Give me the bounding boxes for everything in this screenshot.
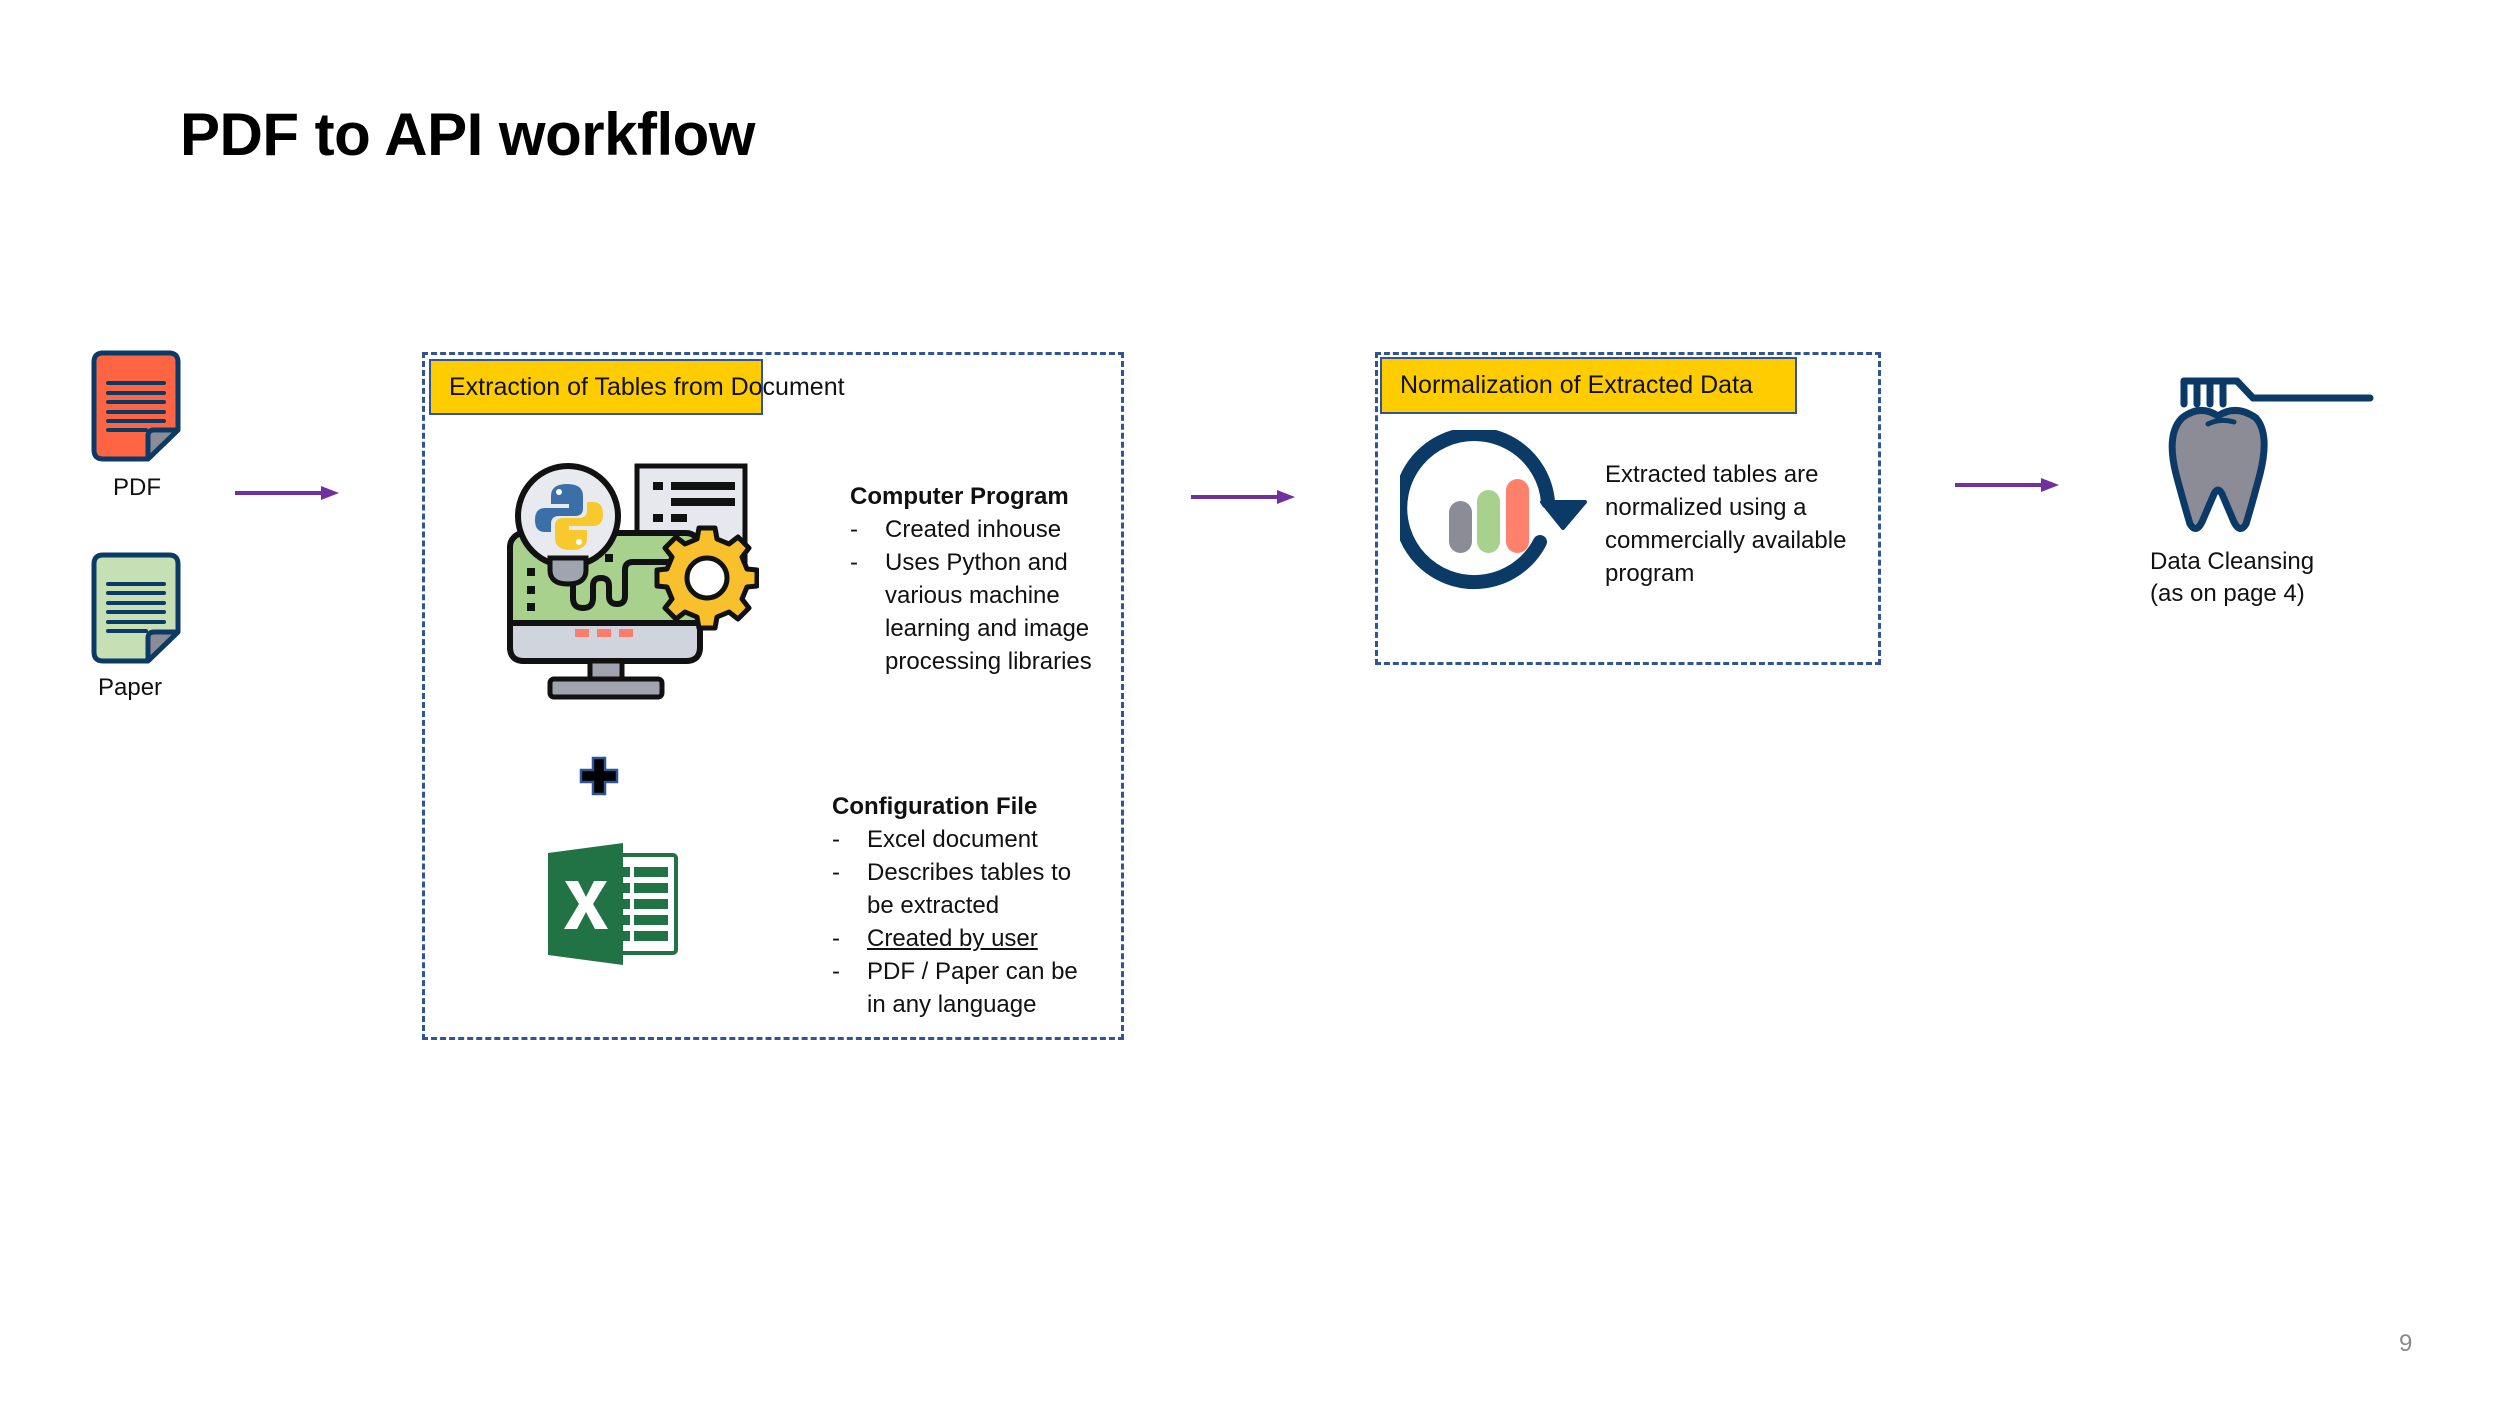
data-cleansing-sublabel: (as on page 4) [2150,580,2305,607]
plus-icon [579,756,619,796]
pdf-label: PDF [113,474,161,501]
refresh-chart-icon [1400,430,1600,620]
computer-program-description: Computer Program Created inhouse Uses Py… [850,480,1110,678]
extraction-stage-box [422,352,1124,1040]
normalization-stage-title: Normalization of Extracted Data [1380,357,1797,414]
flow-arrow-3 [1953,475,2063,495]
program-list-item: Created inhouse [850,513,1110,546]
page-number: 9 [2399,1330,2413,1357]
slide-title: PDF to API workflow [180,101,755,168]
normalization-stage-box [1375,352,1881,665]
configuration-file-heading: Configuration File [832,793,1038,820]
config-list-item: Describes tables to be extracted [832,856,1097,922]
data-cleansing-label: Data Cleansing [2150,548,2315,575]
config-list-item: PDF / Paper can be in any language [832,955,1097,1021]
program-list-item: Uses Python and various machine learning… [850,546,1117,678]
pdf-document-icon [91,350,181,462]
extraction-stage-title: Extraction of Tables from Document [429,359,845,415]
paper-label: Paper [98,674,163,701]
python-computer-gear-icon [505,458,759,700]
config-item-underlined: Created by user [867,925,1038,952]
computer-program-heading: Computer Program [850,483,1069,510]
flow-arrow-2 [1189,487,1299,507]
configuration-file-description: Configuration File Excel document Descri… [832,790,1102,1021]
config-list-item: Excel document [832,823,1102,856]
excel-icon [548,843,678,965]
tooth-brush-icon [2160,374,2380,534]
paper-document-icon [91,552,181,664]
normalization-description: Extracted tables are normalized using a … [1605,461,1847,587]
config-list-item: Created by user [832,922,1102,955]
flow-arrow-1 [233,483,343,503]
